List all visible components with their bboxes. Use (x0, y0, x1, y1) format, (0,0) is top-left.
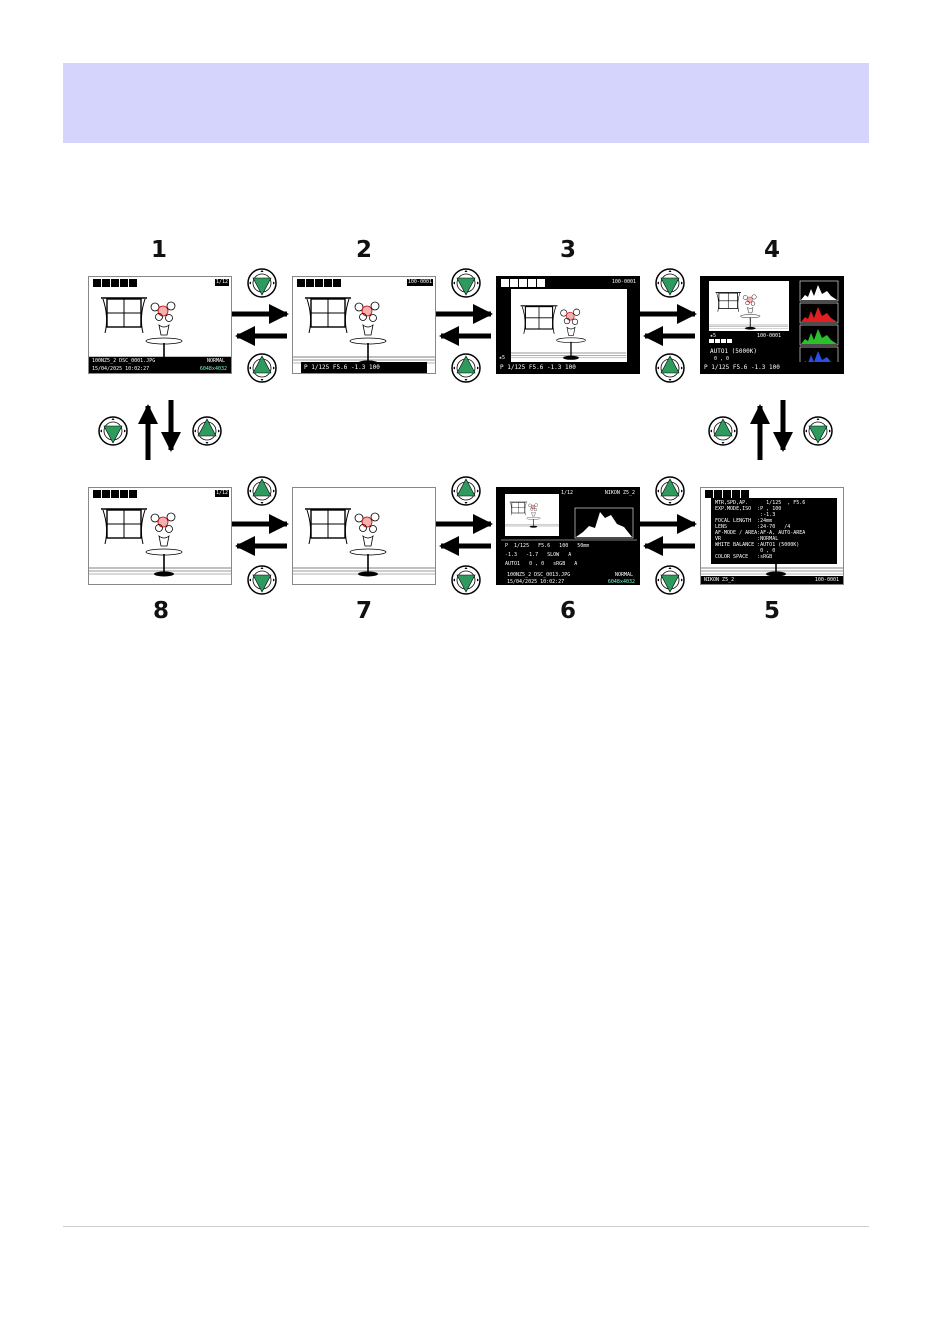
folder-number: 100-0001 (406, 279, 433, 286)
arrows-1-2 (232, 304, 289, 346)
status-icons (501, 279, 545, 287)
label-3: 3 (559, 237, 576, 263)
footer-rule (63, 1226, 869, 1227)
arrows-2-3 (436, 304, 493, 346)
label-8: 8 (152, 598, 169, 624)
arrows-8-7 (232, 514, 289, 556)
shooting-row-2: -1.3 -1.7 SLOW A (505, 552, 572, 558)
status-icons (297, 279, 341, 287)
shooting-data-line-4: FOCAL LENGTH :24mm (715, 518, 773, 524)
file-info-bar: 100NZ5_2 DSC_0001.JPG NORMAL (89, 357, 231, 365)
multi-selector-up-icon (451, 353, 481, 383)
white-balance: AUTO1 (5000K) (710, 348, 757, 355)
screen-6: 1/12 NIKON Z5_2 P 1/125 F5.6 100 50mm -1… (496, 487, 640, 585)
rating: ★5 (710, 333, 717, 339)
shooting-data-line-9: 0 , 0 (715, 548, 776, 554)
arrows-7-6 (436, 514, 493, 556)
date-info-bar: 15/04/2025 10:02:27 6048x4032 (89, 365, 231, 373)
screen-3: 100-0001 ★5 P 1/125 F5.6 -1.3 100 (496, 276, 640, 374)
histogram-white (799, 280, 839, 302)
shooting-data-line-2: EXP.MODE,ISO :P , 100 (715, 506, 782, 512)
multi-selector-down-icon (655, 268, 685, 298)
shooting-data-panel (711, 498, 837, 564)
exposure-bar: P 1/125 F5.6 -1.3 100 (701, 362, 843, 373)
photo-illustration (293, 277, 436, 374)
label-2: 2 (355, 237, 372, 263)
image-size: 6048x4032 (607, 579, 635, 585)
exposure-bar: P 1/125 F5.6 -1.3 100 (301, 362, 427, 373)
wb-fine-tune: 0 , 0 (714, 356, 730, 362)
arrows-1-8 (138, 400, 181, 460)
image-size: 6048x4032 (199, 366, 227, 372)
folder-number: 100-0001 (611, 279, 636, 285)
multi-selector-up-icon (655, 476, 685, 506)
header-banner (63, 63, 869, 143)
multi-selector-up-icon (247, 476, 277, 506)
frame-counter: 1/12 (214, 490, 229, 497)
label-4: 4 (763, 237, 780, 263)
arrows-3-4 (640, 304, 697, 346)
status-icons (93, 279, 137, 287)
screen-8: 1/12 (88, 487, 232, 585)
camera-name: NIKON Z5_2 (604, 490, 635, 496)
camera-name: NIKON Z5_2 (704, 577, 735, 583)
screen-1: 1/12 100NZ5_2 DSC_0001.JPG NORMAL 15/04/… (88, 276, 232, 374)
multi-selector-down-icon (451, 565, 481, 595)
multi-selector-up-icon (655, 353, 685, 383)
frame-counter: 1/12 (214, 279, 229, 286)
histogram-red (799, 302, 839, 324)
date-time: 15/04/2025 10:02:27 (92, 366, 150, 372)
bottom-bar: NIKON Z5_2 100-0001 (701, 576, 843, 584)
image-quality: NORMAL (614, 572, 633, 578)
frame-counter: 1/12 (561, 490, 574, 496)
multi-selector-up-icon (451, 476, 481, 506)
multi-selector-down-icon (98, 416, 128, 446)
shooting-row-3: AUTO1 0 , 0 sRGB A (505, 561, 578, 567)
multi-selector-up-icon (247, 353, 277, 383)
shooting-data-line-10: COLOR SPACE :sRGB (715, 554, 773, 560)
label-1: 1 (150, 237, 167, 263)
screen-4: ★5 100-0001 AUTO1 (5000K) 0 , 0 P 1/125 … (700, 276, 844, 374)
date-time: 15/04/2025 10:02:27 (507, 579, 565, 585)
status-icons (705, 490, 749, 498)
multi-selector-up-icon (708, 416, 738, 446)
multi-selector-down-icon (247, 268, 277, 298)
photo-illustration (510, 289, 627, 363)
photo-illustration (293, 488, 436, 585)
multi-selector-down-icon (803, 416, 833, 446)
label-6: 6 (559, 598, 576, 624)
screen-7 (292, 487, 436, 585)
arrows-4-5 (750, 400, 793, 460)
screen-2: 100-0001 P 1/125 F5.6 -1.3 100 (292, 276, 436, 374)
arrows-6-5 (640, 514, 697, 556)
multi-selector-up-icon (192, 416, 222, 446)
folder-number: 100-0001 (757, 333, 782, 339)
overview-display (501, 494, 637, 541)
shooting-data-line-7: VR :NORMAL (715, 536, 779, 542)
file-name: 100NZ5_2 DSC_0001.JPG (92, 358, 156, 364)
multi-selector-down-icon (451, 268, 481, 298)
shooting-row-1: P 1/125 F5.6 100 50mm (505, 543, 590, 549)
shooting-data-line-6: AF-MODE / AREA:AF-A, AUTO-AREA (715, 530, 806, 536)
shooting-data-line-3: :-1.3 (715, 512, 776, 518)
file-name: 100NZ5_2 DSC_0013.JPG (507, 572, 571, 578)
folder-number: 100-0001 (814, 577, 839, 583)
label-7: 7 (355, 598, 372, 624)
image-quality: NORMAL (206, 358, 225, 364)
shooting-data-line-1: MTR,SPD,AP. 1/125 , F5.6 (715, 500, 806, 506)
multi-selector-down-icon (247, 565, 277, 595)
rating: ★5 (499, 355, 506, 361)
status-icons (93, 490, 137, 498)
shooting-data-line-8: WHITE BALANCE :AUTO1 (5000K) (715, 542, 800, 548)
photo-illustration (89, 488, 232, 585)
exposure-bar: P 1/125 F5.6 -1.3 100 (497, 362, 639, 373)
label-5: 5 (763, 598, 780, 624)
screen-5: MTR,SPD,AP. 1/125 , F5.6 EXP.MODE,ISO :P… (700, 487, 844, 585)
multi-selector-down-icon (655, 565, 685, 595)
shooting-data-line-5: LENS :24-70 /4 (715, 524, 791, 530)
histogram-green (799, 324, 839, 346)
